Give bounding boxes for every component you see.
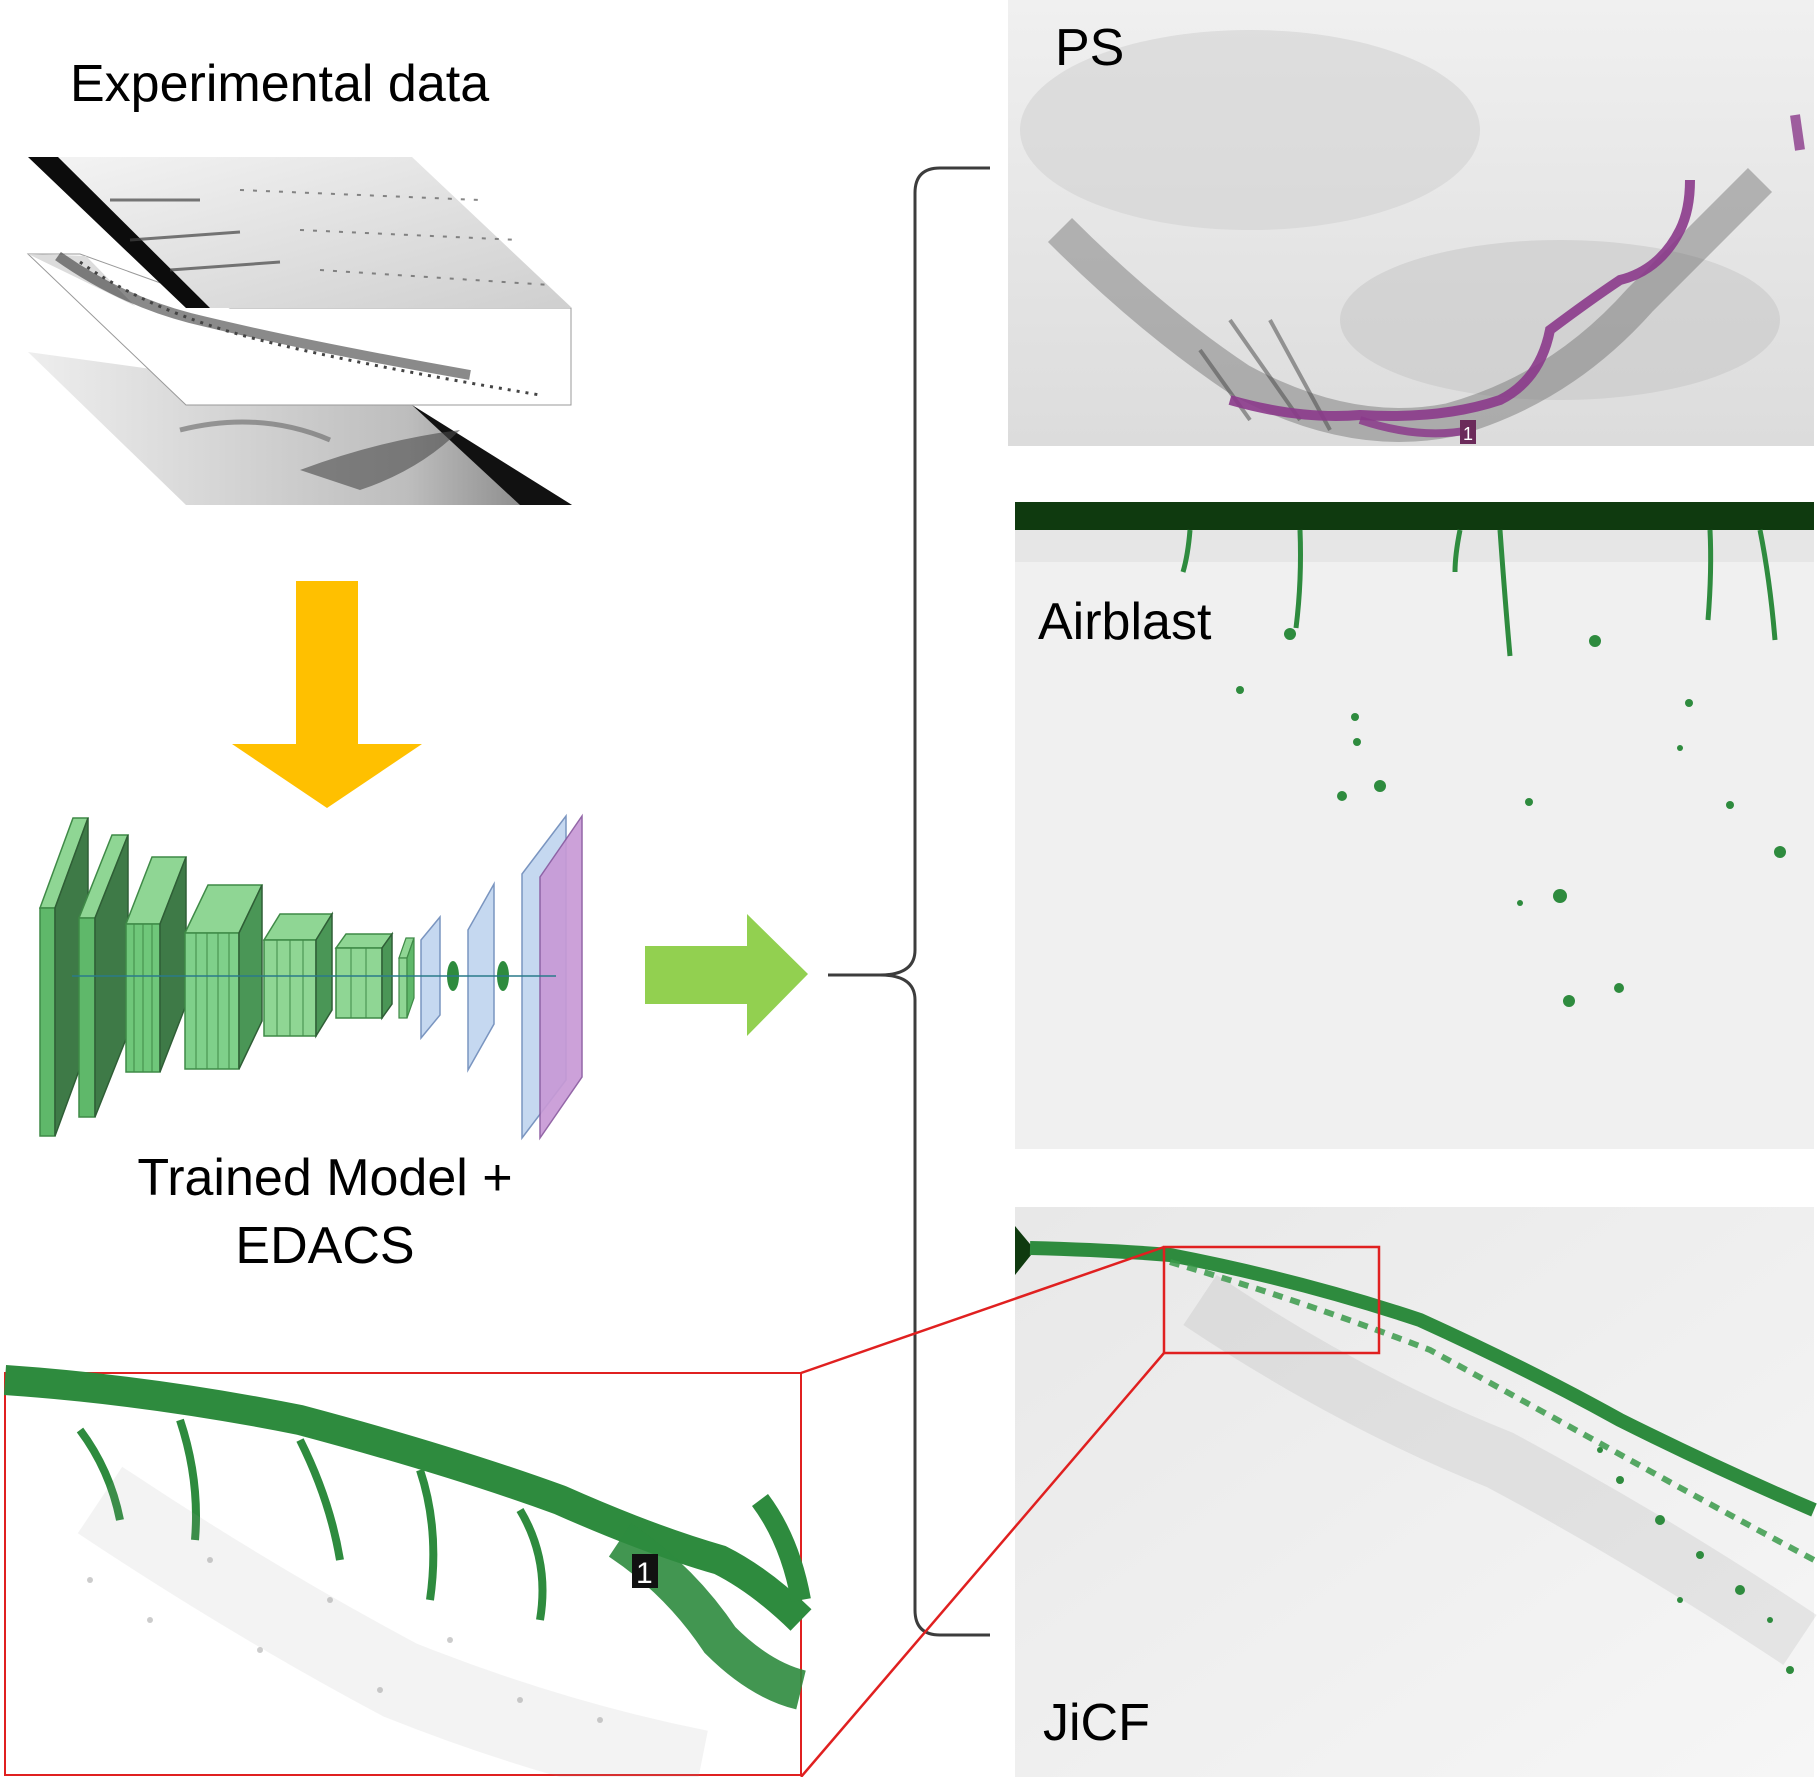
airblast-label: Airblast [1038,593,1212,651]
output-arrow [645,914,808,1036]
ps-label: PS [1055,19,1125,77]
zoom-callout: 1 [3,1245,1165,1777]
zoom-inset-image [3,1365,812,1777]
ps-tracked-id-badge [1460,420,1476,444]
airblast-panel [1015,502,1814,1149]
jicf-panel [1015,1207,1817,1777]
output-bracket [828,166,990,1637]
experimental-data-title: Experimental data [70,55,490,113]
experimental-data-stack [26,157,572,505]
jicf-droplets [1597,1447,1794,1674]
dense-layer-1 [420,914,441,1041]
airblast-ligaments [1180,529,1778,657]
zoom-tracked-id-badge [632,1554,658,1588]
cnn-architecture [38,813,583,1141]
conv-block-7 [398,937,415,1019]
jicf-label: JiCF [1043,1694,1150,1752]
conv-block-3 [124,856,188,1073]
trained-model-label: Trained Model + [137,1149,513,1207]
experimental-slab-top [28,157,572,308]
zoom-tracked-id: 1 [636,1557,653,1590]
dense-layer-2 [467,881,495,1073]
zoom-connector-bottom [800,1352,1165,1777]
airblast-droplets [1236,628,1786,1007]
ps-tracked-id: 1 [1463,424,1473,444]
conv-block-5 [262,911,334,1039]
ps-interface-overlay [1228,179,1695,421]
zoom-connector-top [800,1245,1165,1375]
edacs-label: EDACS [235,1217,415,1275]
experimental-slab-bottom [28,352,572,505]
input-arrow [232,581,422,808]
jicf-zoom-region [1162,1245,1381,1355]
ps-panel: 1 [1008,0,1814,446]
output-layer [539,813,583,1141]
conv-block-4 [183,884,264,1070]
